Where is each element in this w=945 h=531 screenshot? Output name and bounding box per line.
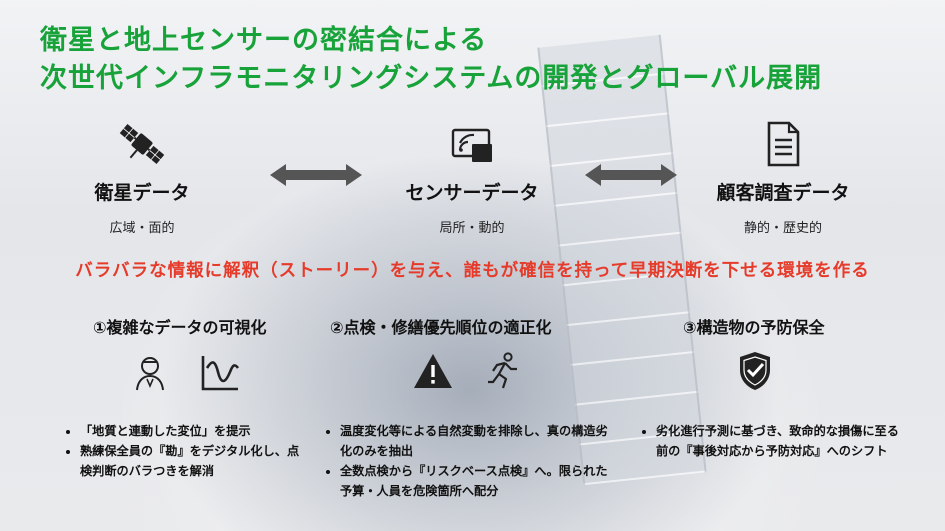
section-icons (413, 352, 519, 390)
column-subtitle: 広域・面的 (109, 221, 175, 236)
document-icon (683, 120, 883, 168)
column-title: センサーデータ (405, 182, 539, 204)
section-icons (737, 350, 773, 392)
running-person-icon (488, 352, 517, 389)
section-title: ③構造物の予防保全 (683, 318, 825, 337)
tagline: バラバラな情報に解釈（ストーリー）を与え、誰もが確信を持って早期決断を下せる環境… (75, 261, 870, 281)
list-item: 劣化進行予測に基づき、致命的な損傷に至る前の『事後対応から予防対応』へのシフト (656, 421, 906, 461)
title-line-2: 次世代インフラモニタリングシステムの開発とグローバル展開 (40, 63, 823, 94)
list-item: 全数点検から『リスクベース点検』へ。限られた予算・人員を危険箇所へ配分 (340, 461, 610, 501)
column-satellite-data: 衛星データ 広域・面的 (42, 120, 242, 236)
column-subtitle: 局所・動的 (439, 221, 505, 236)
shield-check-icon (740, 352, 770, 390)
column-title: 衛星データ (94, 182, 190, 204)
section-title: ①複雑なデータの可視化 (93, 318, 267, 337)
column-title: 顧客調査データ (716, 182, 850, 204)
sensor-wireless-icon (372, 120, 572, 168)
section-title: ②点検・修繕優先順位の適正化 (330, 318, 552, 337)
page-title: 衛星と地上センサーの密結合による 次世代インフラモニタリングシステムの開発とグロ… (40, 22, 822, 98)
section-bullets: 劣化進行予測に基づき、致命的な損傷に至る前の『事後対応から予防対応』へのシフト (640, 421, 906, 461)
section-bullets: 「地質と連動した変位」を提示 熟練保全員の『勘』をデジタル化し、点検判断のバラつ… (64, 421, 310, 481)
section-icons (134, 354, 240, 392)
column-subtitle: 静的・歴史的 (743, 221, 822, 236)
warning-icon (414, 354, 452, 388)
worker-person-icon (136, 357, 164, 391)
list-item: 熟練保全員の『勘』をデジタル化し、点検判断のバラつきを解消 (80, 441, 310, 481)
satellite-icon (42, 120, 242, 168)
double-arrow-icon (270, 164, 362, 186)
title-line-1: 衛星と地上センサーの密結合による (40, 25, 488, 56)
column-customer-data: 顧客調査データ 静的・歴史的 (683, 120, 883, 236)
section-bullets: 温度変化等による自然変動を排除し、真の構造劣化のみを抽出 全数点検から『リスクベ… (324, 421, 610, 501)
list-item: 温度変化等による自然変動を排除し、真の構造劣化のみを抽出 (340, 421, 610, 461)
column-sensor-data: センサーデータ 局所・動的 (372, 120, 572, 236)
list-item: 「地質と連動した変位」を提示 (80, 421, 310, 441)
wave-chart-icon (201, 356, 240, 391)
double-arrow-icon (585, 164, 677, 186)
